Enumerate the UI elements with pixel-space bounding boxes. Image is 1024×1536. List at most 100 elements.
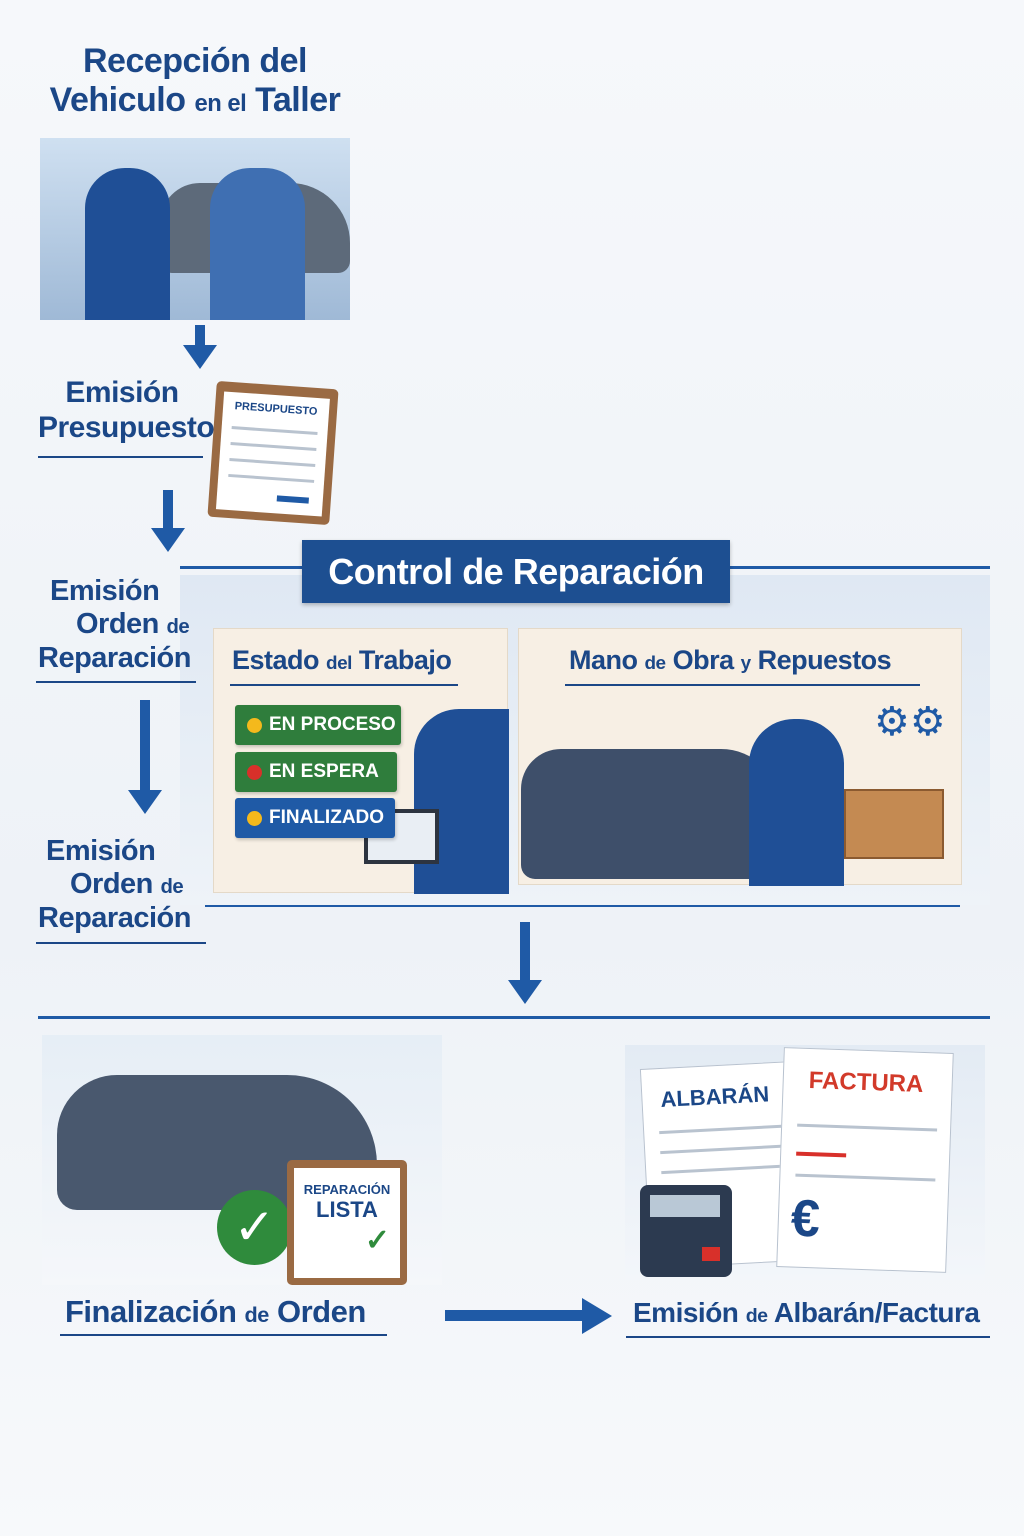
order1-title: Emisión Orden de Reparación [38,575,198,675]
control-title-banner: Control de Reparación [302,540,730,603]
l [795,1173,936,1182]
repair-ready-sign: REPARACIÓN LISTA ✓ [287,1160,407,1285]
t: Orden de [38,608,198,641]
t: Orden de [38,868,208,901]
budget-title: Emisión Presupuesto [38,376,215,445]
technician-laptop-illustration [414,709,509,894]
divider [60,1334,387,1336]
divider [205,905,960,907]
checkmark-icon: ✓ [364,1224,390,1257]
status-badge-en-espera: EN ESPERA [235,752,397,792]
t: de [745,1305,768,1327]
parts-panel-title: Mano de Obra y Repuestos [569,645,892,676]
arrow-down-icon [151,490,185,552]
t: y [740,653,752,674]
l [228,473,315,483]
t: EN PROCESO [269,714,396,735]
mechanic-right [210,168,305,320]
t: Orden [76,608,159,641]
t: REPARACIÓN [303,1182,391,1197]
divider [230,684,458,686]
parts-box-icon [844,789,944,859]
t: Taller [255,81,341,120]
calc-screen [650,1195,720,1217]
t: del [326,653,352,674]
albaran-label: ALBARÁN [659,1081,770,1113]
divider [38,1016,990,1019]
status-panel-title: Estado del Trabajo [232,645,452,676]
t: Orden [70,868,153,901]
t: Emisión [633,1297,739,1328]
factura-label: FACTURA [808,1066,924,1098]
l [796,1151,847,1158]
gears-icon: ⚙⚙ [874,700,946,744]
t: Reparación [38,901,191,934]
l [230,442,317,452]
car-hood-open-illustration [521,749,781,879]
t: Presupuesto [38,410,215,444]
t: LISTA [316,1197,378,1222]
l [231,426,318,436]
status-panel: Estado del Trabajo [213,628,509,894]
divider [36,681,196,683]
reception-title-line1: Recepción del [82,42,308,80]
control-title: Control de Reparación [328,550,704,592]
t: Emisión [50,575,160,607]
reception-title: Recepción del Vehiculo en el Taller [40,42,350,120]
l [659,1124,790,1135]
invoice-illustration: ALBARÁN FACTURA € [625,1045,985,1280]
status-dot-icon [247,717,262,733]
arrow-down-icon [508,922,542,1004]
t: de [644,653,667,674]
t: de [166,616,190,639]
t: de [244,1302,270,1327]
l [276,495,309,504]
calc-key [702,1247,720,1261]
arrow-right-head [582,1298,612,1334]
t: Orden [276,1294,366,1329]
invoice-title: Emisión de Albarán/Factura [633,1297,980,1329]
arrow-down-icon [183,325,217,369]
t: Obra [672,645,735,675]
status-badge-en-proceso: EN PROCESO [235,705,401,745]
divider [565,684,920,686]
l [797,1123,938,1132]
t: Emisión [65,376,179,409]
finish-title: Finalización de Orden [65,1294,366,1330]
checkmark-icon: ✓ [217,1190,292,1265]
paper: PRESUPUESTO [215,391,330,517]
t: de [160,876,184,899]
t: Repuestos [757,645,892,675]
reception-illustration [40,138,350,320]
t: Emisión [46,835,156,867]
divider [626,1336,990,1338]
t: Trabajo [358,645,452,675]
arrow-down-icon [128,700,162,814]
calculator-icon [640,1185,732,1277]
t: EN ESPERA [269,761,379,782]
arrow-right-icon [445,1310,585,1321]
divider [38,456,203,458]
status-badge-finalizado: FINALIZADO [235,798,395,838]
t: Albarán/Factura [773,1297,980,1328]
l [660,1144,791,1155]
t: Reparación [38,641,191,674]
euro-icon: € [789,1189,821,1249]
finished-car-illustration: ✓ REPARACIÓN LISTA ✓ [42,1035,442,1285]
t: FINALIZADO [269,807,385,828]
reception-title-line2: Vehiculo en el Taller [40,81,350,120]
factura-doc: FACTURA € [776,1047,954,1273]
mechanic-left [85,168,170,320]
status-dot-icon [247,764,262,780]
mechanic-illustration [749,719,844,886]
paper: REPARACIÓN LISTA ✓ [294,1168,400,1278]
t: Finalización [65,1294,237,1329]
l [661,1164,792,1175]
t: Mano [569,645,638,675]
order2-title: Emisión Orden de Reparación [38,835,208,935]
budget-doc-label: PRESUPUESTO [234,400,318,418]
budget-clipboard-icon: PRESUPUESTO [207,380,339,526]
status-dot-icon [247,810,262,826]
parts-panel: Mano de Obra y Repuestos ⚙⚙ [518,628,962,886]
l [229,457,316,467]
